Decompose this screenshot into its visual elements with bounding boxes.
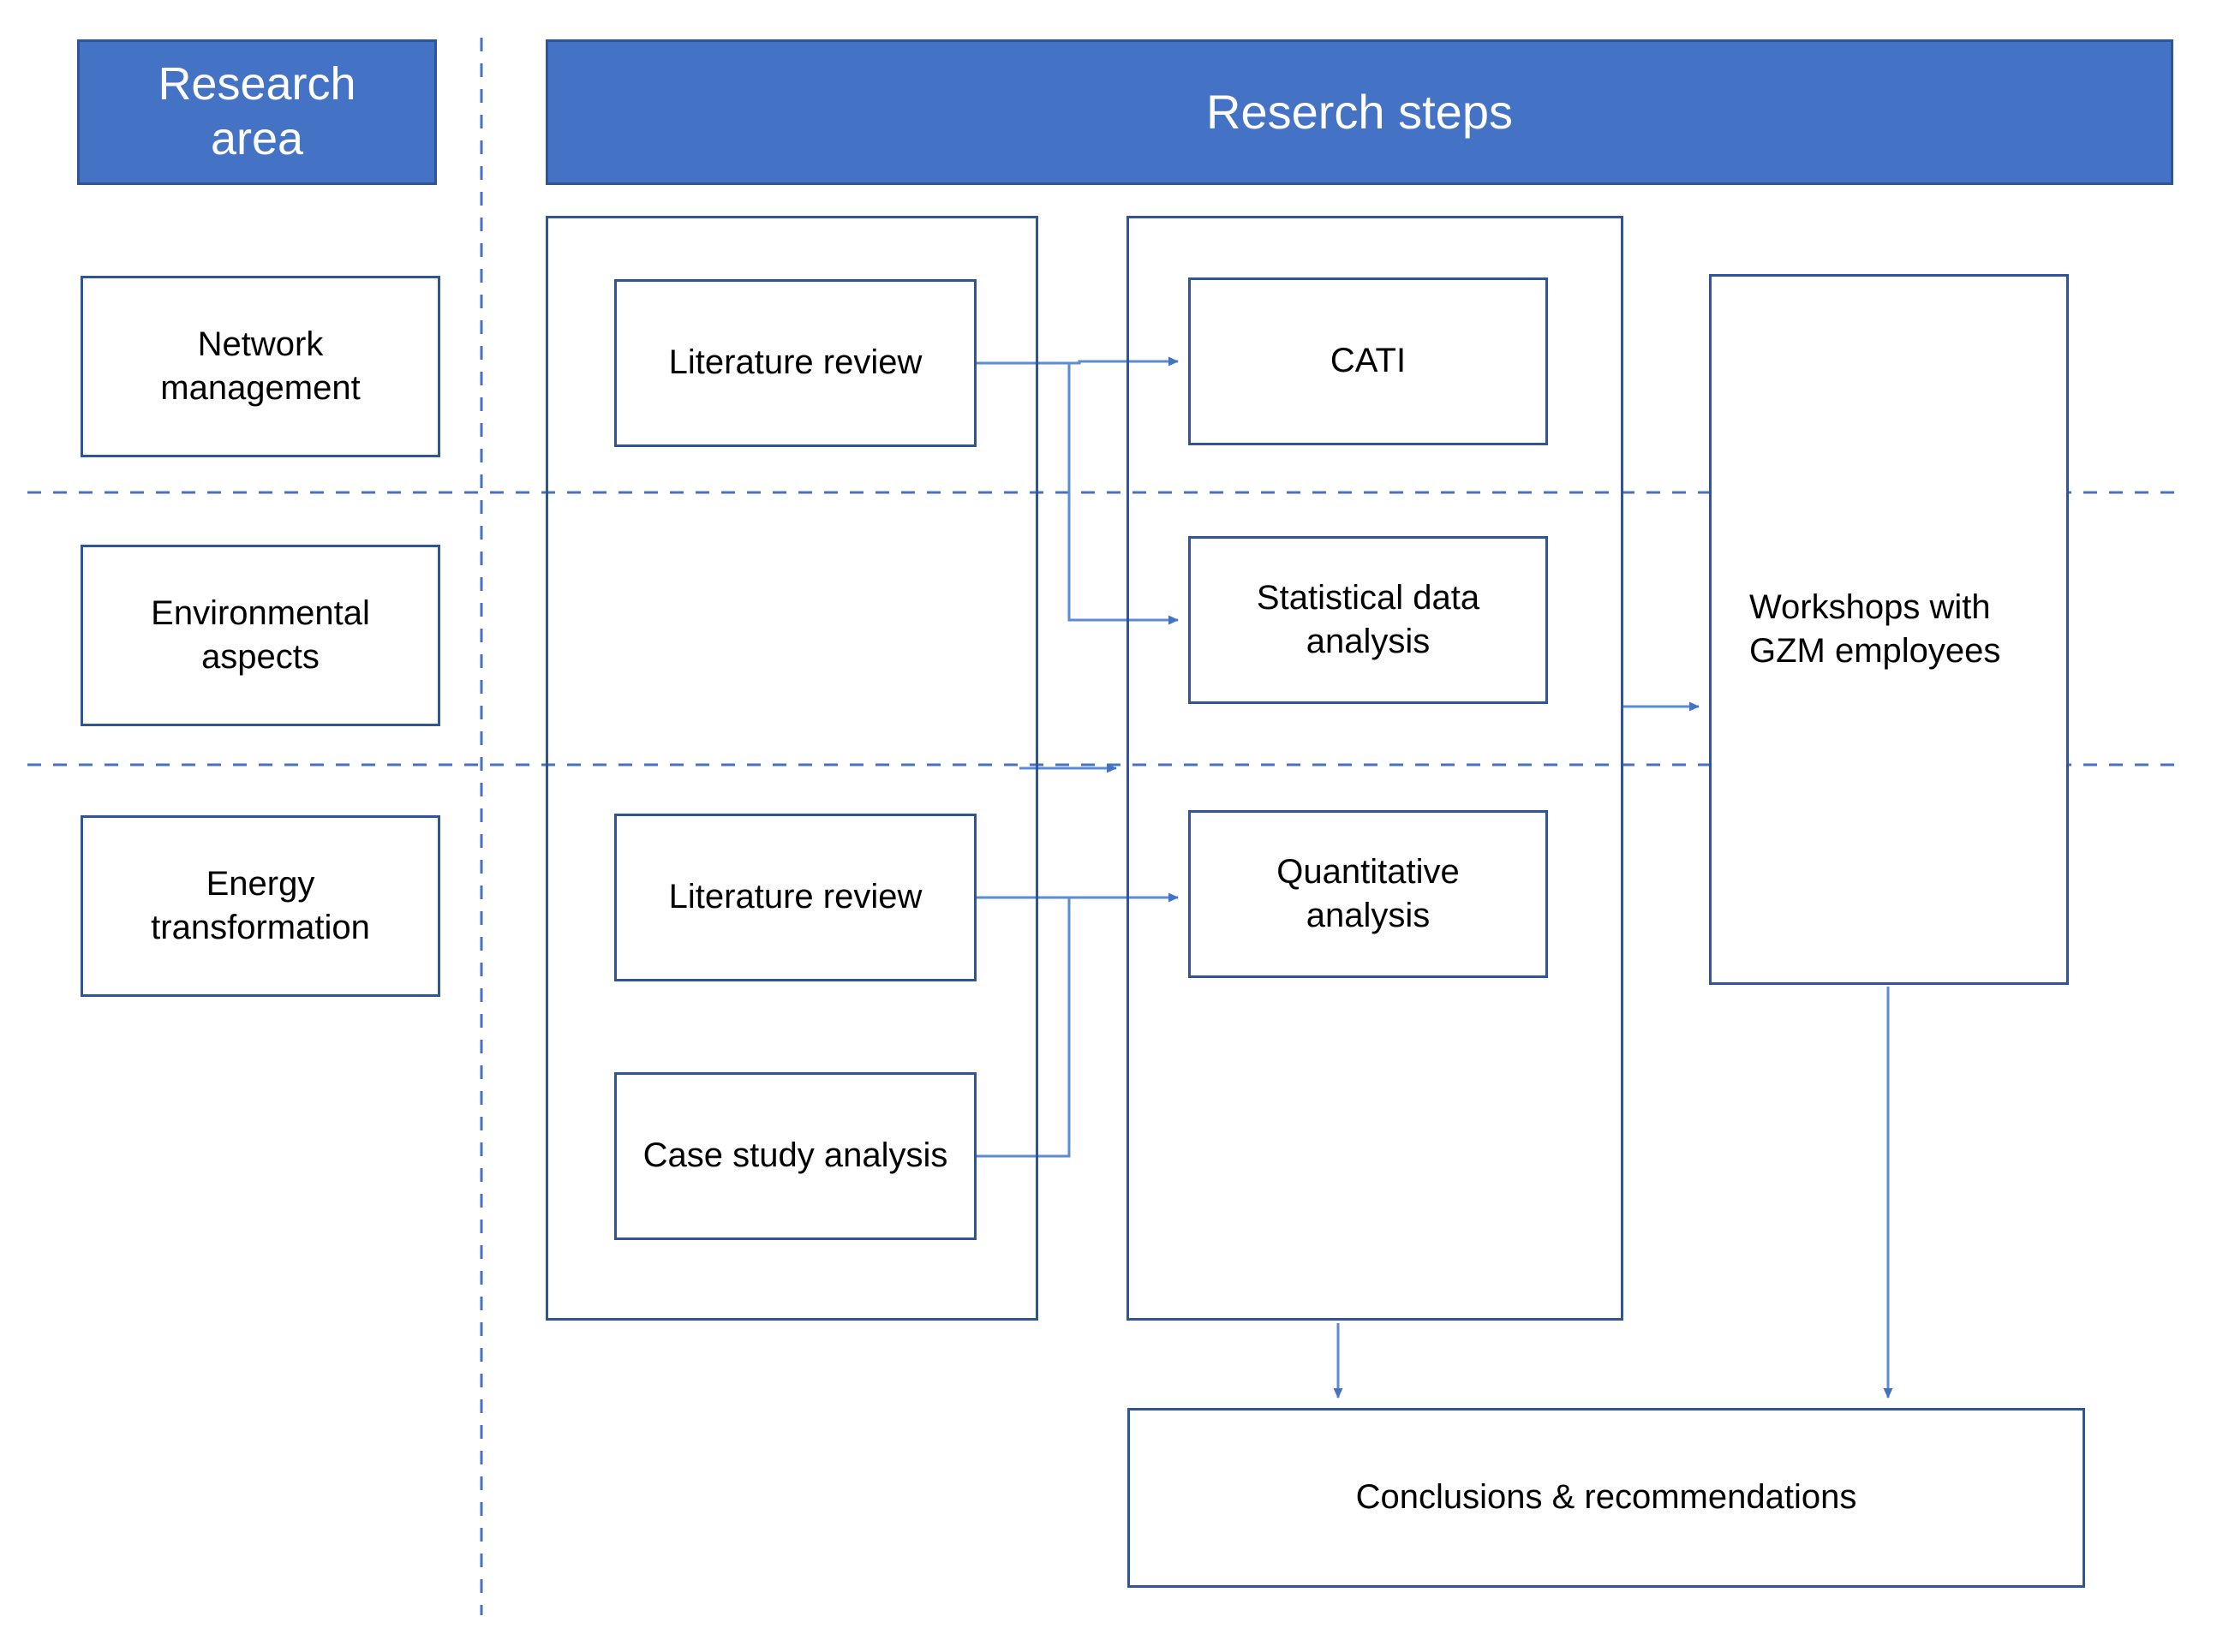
method-literature-review-2[interactable]: Literature review [614,814,977,981]
research-area-environmental-aspects-line2: aspects [201,638,320,676]
header-research-area: Research area [77,39,437,185]
research-area-network-management-line1: Network [197,325,324,363]
method-literature-review-1-label: Literature review [668,343,923,382]
analysis-quantitative-line1: Quantitative [1276,852,1460,891]
header-research-steps: Reserch steps [546,39,2173,185]
analysis-cati-line1: CATI [1330,342,1407,380]
conclusions-and-recommendations[interactable]: Conclusions & recommendations [1127,1408,2085,1588]
workshops-line2: GZM employees [1749,632,2001,670]
research-area-network-management-line2: management [160,369,361,407]
research-area-energy-transformation-line2: transformation [151,909,370,946]
group-analyses [1126,216,1623,1321]
header-research-steps-label: Reserch steps [1206,84,1513,139]
method-case-study-analysis-label: Case study analysis [642,1136,948,1175]
analysis-statistical-data[interactable]: Statistical data analysis [1188,536,1548,704]
conclusions-label: Conclusions & recommendations [1355,1478,1857,1517]
analysis-cati[interactable]: CATI [1188,277,1548,445]
research-area-energy-transformation[interactable]: Energy transformation [81,815,440,997]
research-area-energy-transformation-line1: Energy [206,864,315,903]
analysis-statistical-data-line2: analysis [1306,623,1431,660]
workshops-gzm-employees[interactable]: Workshops with GZM employees [1709,274,2069,985]
research-area-network-management[interactable]: Network management [81,276,440,457]
method-case-study-analysis[interactable]: Case study analysis [614,1072,977,1240]
research-area-environmental-aspects[interactable]: Environmental aspects [81,545,440,726]
research-area-environmental-aspects-line1: Environmental [151,593,370,632]
analysis-quantitative[interactable]: Quantitative analysis [1188,810,1548,978]
header-research-area-line2: area [210,113,304,164]
group-research-methods [546,216,1038,1321]
method-literature-review-1[interactable]: Literature review [614,279,977,447]
header-research-area-line1: Research [158,58,356,110]
method-literature-review-2-label: Literature review [668,878,923,916]
analysis-quantitative-line2: analysis [1306,897,1431,934]
workshops-line1: Workshops with [1749,587,1991,626]
analysis-statistical-data-line1: Statistical data [1256,578,1480,617]
